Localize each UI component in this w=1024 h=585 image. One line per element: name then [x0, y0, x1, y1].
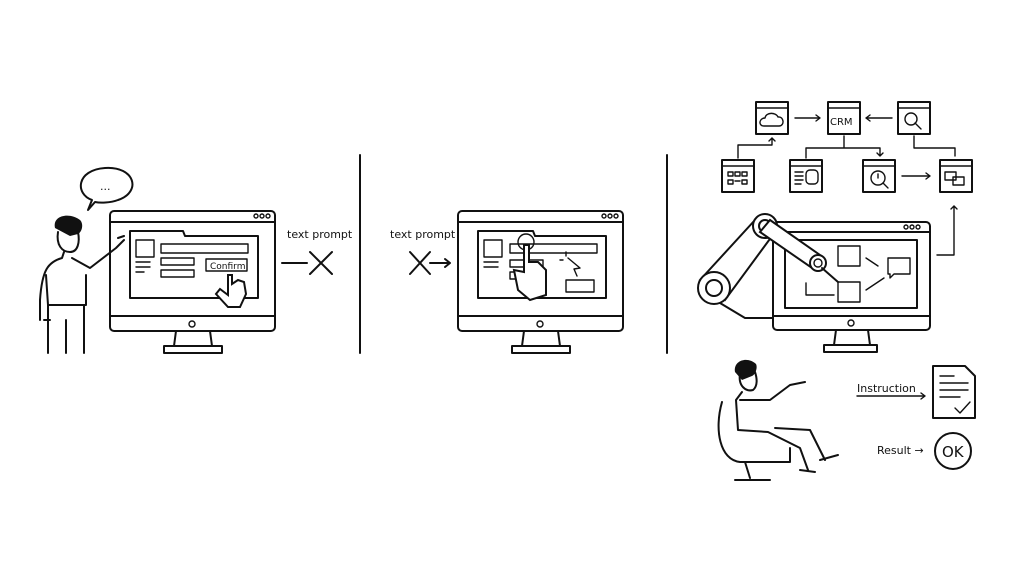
- monitor-2: [457, 210, 624, 354]
- svg-text:Confirm: Confirm: [210, 262, 245, 272]
- document-app-box: [789, 159, 823, 193]
- svg-text:...: ...: [100, 180, 111, 193]
- instruction-document-icon: [932, 365, 976, 419]
- crm-box: CRM: [827, 101, 861, 135]
- panel-3-agent: CRM: [697, 101, 976, 481]
- monitor-1: Confirm: [109, 210, 276, 354]
- ok-badge: OK: [934, 432, 972, 470]
- panel-2-prompt: text prompt: [390, 210, 624, 354]
- panel-1-manual: ... Confirm text prom: [39, 166, 353, 354]
- text-prompt-label: text prompt: [287, 228, 353, 241]
- confirm-button[interactable]: Confirm: [205, 258, 248, 272]
- cursor-click-icon: [559, 251, 581, 277]
- monitor-3: [772, 221, 931, 353]
- grid-app-box: [721, 159, 755, 193]
- hand-pointer-icon: [214, 274, 248, 308]
- svg-text:OK: OK: [942, 443, 965, 461]
- keyboard-icon: [565, 279, 595, 293]
- instruction-label: Instruction: [857, 382, 916, 395]
- flow-arrows: [737, 114, 958, 256]
- search-app-box: [897, 101, 931, 135]
- person-standing: [39, 215, 125, 354]
- speech-bubble: ...: [79, 166, 134, 211]
- arrow-right-icon: [429, 258, 451, 268]
- result-label: Result →: [877, 444, 924, 457]
- x-mark-icon: [309, 251, 333, 275]
- x-mark-icon: [409, 251, 431, 275]
- svg-text:CRM: CRM: [830, 117, 853, 128]
- alert-search-box: [862, 159, 896, 193]
- robot-arm: [697, 213, 839, 319]
- search-icon: [904, 112, 918, 126]
- text-prompt-label: text prompt: [390, 228, 456, 241]
- hand-pointer-icon: [512, 244, 547, 302]
- cloud-icon: [759, 112, 784, 127]
- chat-app-box: [939, 159, 973, 193]
- person-seated: [717, 359, 839, 481]
- cloud-app-box: [755, 101, 789, 135]
